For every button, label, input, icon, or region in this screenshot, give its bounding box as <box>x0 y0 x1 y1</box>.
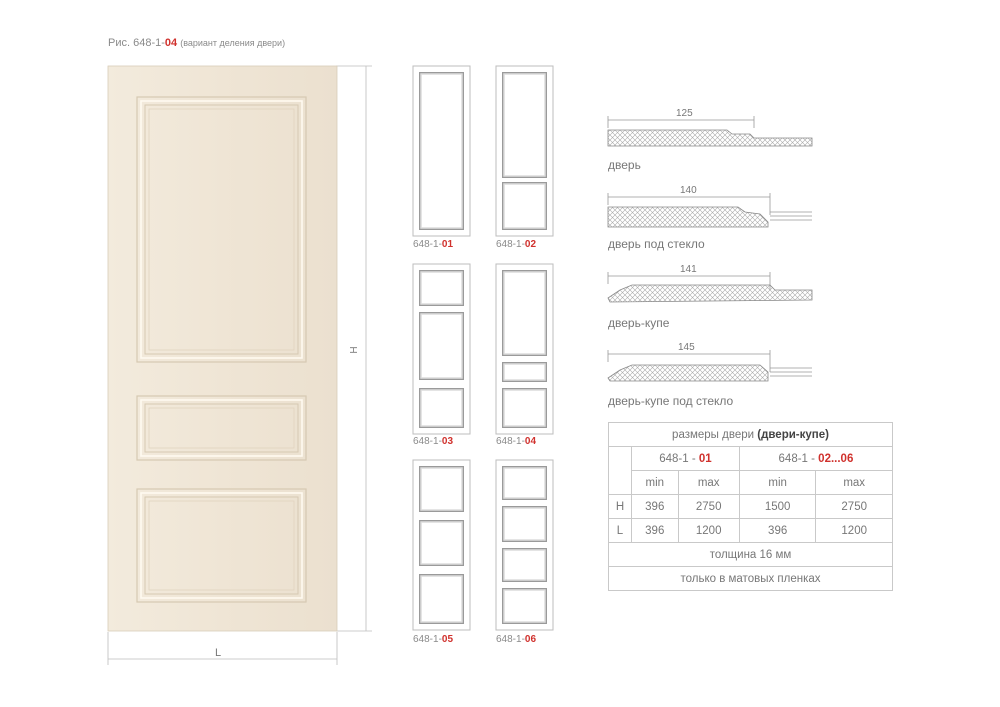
main-door-drawing: H L <box>107 65 372 665</box>
spec-title: размеры двери (двери-купе) <box>608 422 893 447</box>
spec-max-header: max <box>815 470 893 495</box>
height-label: H <box>349 346 360 353</box>
variant-01-thumb[interactable] <box>412 65 471 237</box>
profile-door-glass <box>607 193 812 228</box>
variant-04-thumb[interactable] <box>495 263 554 435</box>
door-leaf <box>107 65 338 632</box>
variant-03-thumb[interactable] <box>412 263 471 435</box>
caption-note: (вариант деления двери) <box>180 38 286 48</box>
variant-05-thumb[interactable] <box>412 459 471 631</box>
spec-group-02-06: 648-1 - 02...06 <box>738 446 894 471</box>
spec-thickness: толщина 16 мм <box>608 542 893 567</box>
spec-max-header: max <box>677 470 740 495</box>
caption-code: 04 <box>164 37 178 49</box>
variant-thumbnails <box>412 65 554 631</box>
spec-min-header: min <box>631 470 679 495</box>
profile-1-width: 125 <box>676 108 693 119</box>
variant-01-label: 648-1-01 <box>413 239 454 250</box>
profile-2-label: дверь под стекло <box>608 237 705 251</box>
profile-3-label: дверь-купе <box>608 316 670 330</box>
door-panel-top <box>136 96 307 363</box>
profile-1-label: дверь <box>608 158 641 172</box>
profile-4-width: 145 <box>678 342 695 353</box>
profile-sliding-door <box>607 272 813 303</box>
profile-door <box>607 116 813 147</box>
variant-04-label: 648-1-04 <box>496 436 537 447</box>
variant-02-label: 648-1-02 <box>496 239 537 250</box>
spec-min-header: min <box>738 470 817 495</box>
variant-02-thumb[interactable] <box>495 65 554 237</box>
spec-group-01: 648-1 - 01 <box>631 446 740 471</box>
door-panel-bottom <box>136 488 307 603</box>
profile-2-width: 140 <box>680 185 697 196</box>
figure-caption: Рис. 648-1-04 (вариант деления двери) <box>108 37 285 49</box>
spec-row-l: L 396 1200 396 1200 <box>608 518 893 543</box>
variant-06-label: 648-1-06 <box>496 634 537 645</box>
spec-row-h: H 396 2750 1500 2750 <box>608 494 893 519</box>
spec-finish: только в матовых пленках <box>608 566 893 591</box>
variant-03-label: 648-1-03 <box>413 436 454 447</box>
width-label: L <box>215 647 221 659</box>
door-panel-middle <box>136 395 307 461</box>
variant-06-thumb[interactable] <box>495 459 554 631</box>
size-spec-table: размеры двери (двери-купе) 648-1 - 01 64… <box>608 422 894 591</box>
caption-prefix: Рис. 648-1- <box>108 37 165 49</box>
variant-05-label: 648-1-05 <box>413 634 454 645</box>
profile-3-width: 141 <box>680 264 697 275</box>
profile-sections <box>607 116 813 382</box>
profile-sliding-door-glass <box>607 350 812 382</box>
door-panels <box>136 96 307 603</box>
profile-4-label: дверь-купе под стекло <box>608 394 734 408</box>
